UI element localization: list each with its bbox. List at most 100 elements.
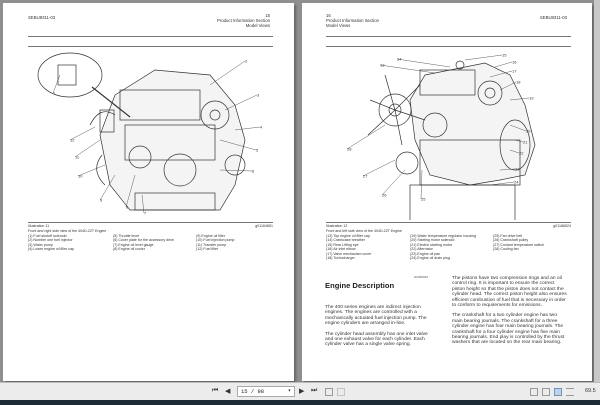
section-id: i02360935: [414, 275, 429, 279]
callout-leader: [509, 149, 520, 154]
page-header: 16 Product Information Section Model Vie…: [326, 13, 379, 28]
single-page-view-icon[interactable]: [530, 388, 538, 396]
legend-column: (19) Water temperature regulator housing…: [410, 234, 495, 260]
header-rule: [28, 36, 273, 37]
callout-leader: [362, 159, 396, 177]
callout-label: 15: [502, 53, 507, 58]
rotate-right-icon[interactable]: [337, 388, 345, 396]
callout-leader: [381, 169, 406, 196]
page-header: 15 Product Information Section Model Vie…: [217, 13, 270, 28]
zoom-level[interactable]: 69.5: [585, 388, 596, 394]
body-column-right: The pistons have two compression rings a…: [452, 276, 567, 351]
legend-item: (21) Electric starting motor: [410, 242, 453, 247]
legend-item: (4) Lower engine oil filler cap: [28, 247, 74, 252]
callout-leader: [74, 139, 101, 158]
callout-label: 2: [245, 59, 248, 64]
callout-label: 13: [380, 63, 385, 68]
page-value: 15 / 98: [241, 388, 265, 395]
paragraph: The crankshaft for a two cylinder engine…: [452, 313, 565, 346]
next-page-button[interactable]: ▶: [299, 388, 305, 395]
subsection-title: Model Views: [245, 23, 270, 28]
callout-label: 26: [382, 193, 387, 198]
legend-item: (2) Number one fuel injector: [28, 238, 73, 243]
callout-leader: [494, 61, 513, 68]
legend-item: (23) Engine oil pan: [410, 251, 441, 256]
callout-label: 25: [421, 197, 426, 202]
callout-leader: [346, 124, 386, 150]
doc-id: SEBU8311-03: [28, 15, 56, 20]
legend-item: (9) Engine oil filter: [196, 234, 225, 238]
callout-leader: [224, 94, 258, 111]
legend-item: (5) Throttle lever: [113, 234, 140, 238]
caption-text: Front and left side view of the 404D-22T…: [326, 229, 403, 233]
page-number: 15: [265, 13, 270, 18]
rotate-left-icon[interactable]: [325, 388, 333, 396]
illustration-caption: Illustration 12 g01186524 Front and left…: [326, 224, 571, 264]
callout-label: 27: [363, 174, 368, 179]
legend-item: (3) Water pump: [28, 242, 53, 247]
callout-label: 1: [53, 91, 56, 96]
legend-item: (17) Valve mechanism cover: [326, 251, 372, 256]
callout-label: 17: [512, 69, 517, 74]
previous-page-button[interactable]: ◀: [225, 388, 231, 395]
callout-leader: [69, 126, 96, 141]
last-page-button[interactable]: ⏭: [311, 387, 318, 394]
right-page: 16 Product Information Section Model Vie…: [302, 3, 592, 381]
two-page-view-icon[interactable]: [554, 388, 562, 396]
callout-leader: [209, 60, 246, 86]
page-number-input[interactable]: 15 / 98 ▾: [237, 386, 295, 397]
legend-item: (6) Cover plate for the accessory drive: [113, 238, 174, 243]
section-title: Product Information Section: [326, 18, 380, 23]
callout-leader: [99, 174, 116, 201]
callout-label: 9: [100, 198, 103, 203]
illustration-label: Illustration 11: [28, 224, 50, 228]
callout-label: 20: [526, 129, 531, 134]
page-dropdown-icon[interactable]: ▾: [287, 387, 291, 394]
continuous-two-page-icon[interactable]: [566, 388, 574, 396]
paragraph: The 400 series engines are indirect inje…: [325, 305, 427, 327]
callout-label: 28: [347, 147, 352, 152]
callout-leader: [489, 70, 513, 78]
callout-label: 16: [512, 60, 517, 65]
callout-leader: [464, 54, 503, 61]
first-page-button[interactable]: ⏮: [212, 387, 219, 394]
legend-item: (28) Cooling fan: [493, 247, 519, 252]
header-rule: [326, 46, 571, 47]
caption-text: Front and right side view of the 404D-22…: [28, 229, 107, 233]
legend-item: (22) Alternator: [410, 247, 433, 252]
callout-leader: [141, 194, 145, 214]
callout-label: 3: [257, 93, 260, 98]
paragraph: The cylinder head assembly has one inlet…: [325, 331, 428, 348]
header-rule: [326, 36, 571, 37]
paragraph: The pistons have two compression rings a…: [452, 276, 567, 309]
callout-leader: [509, 97, 530, 101]
legend-column: (13) Top engine oil filler cap(14) Crank…: [326, 234, 411, 260]
callout-leader: [499, 168, 516, 171]
legend-column: (9) Engine oil filter(10) Fuel injection…: [196, 234, 281, 252]
callout-label: 18: [516, 80, 521, 85]
callout-leader: [379, 64, 436, 74]
callout-leader: [489, 181, 515, 186]
status-bar: [0, 400, 600, 405]
legend-item: (24) Engine oil drain plug: [410, 256, 450, 261]
page-number: 16: [326, 13, 331, 18]
callout-leader: [234, 126, 261, 131]
section-title: Product Information Section: [216, 18, 270, 23]
legend-item: (8) Engine oil cooler: [113, 247, 145, 252]
graphic-id: g01186524: [553, 224, 571, 228]
callout-leader: [77, 164, 106, 177]
callout-label: 21: [523, 140, 528, 145]
left-page: SEBU8311-03 15 Product Information Secti…: [3, 3, 294, 381]
callout-leader: [396, 58, 451, 68]
legend-item: (11) Transfer pump: [196, 242, 227, 247]
callout-leader: [499, 81, 517, 91]
continuous-view-icon[interactable]: [542, 388, 550, 396]
callout-leader: [52, 74, 61, 94]
callout-label: 4: [260, 125, 263, 130]
callout-label: 10: [78, 174, 83, 179]
callout-label: 7: [144, 211, 147, 216]
callout-label: 14: [397, 57, 402, 62]
vertical-scrollbar[interactable]: [594, 0, 600, 382]
legend-item: (14) Crankcase breather: [326, 238, 365, 243]
